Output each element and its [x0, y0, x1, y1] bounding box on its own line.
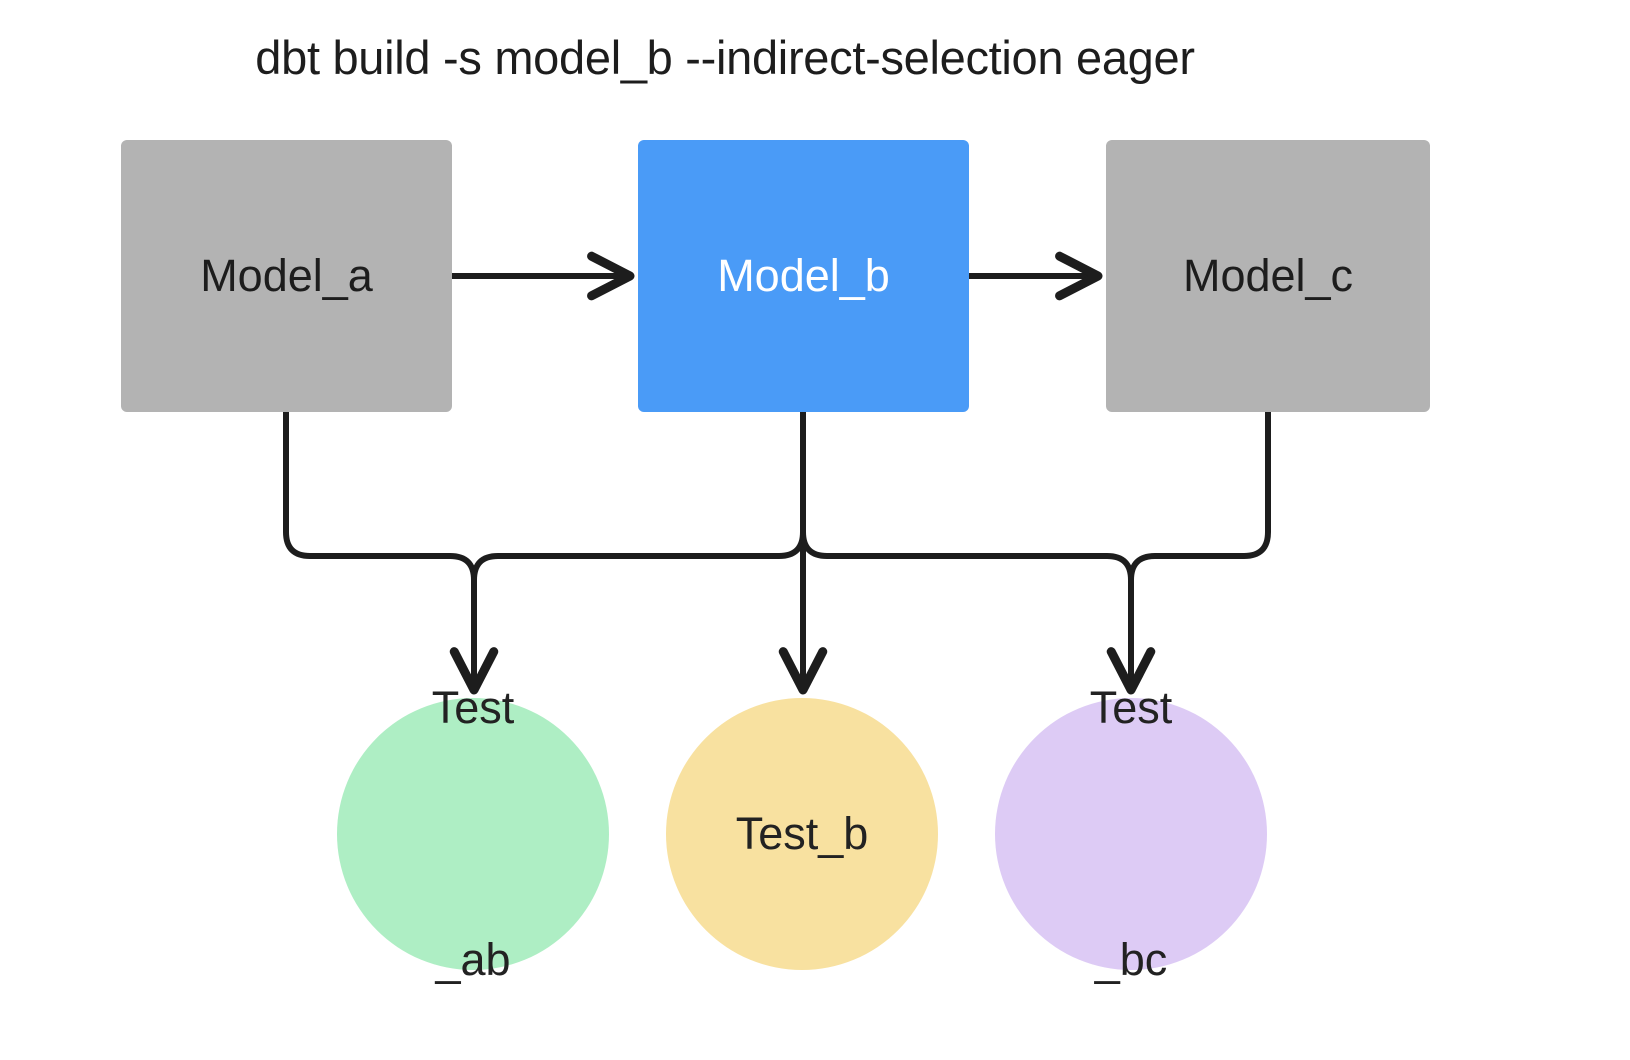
node-test-ab[interactable]: Test _ab [337, 682, 609, 985]
node-test-ab-label: Test _ab [432, 498, 515, 1060]
node-model-a-label: Model_a [200, 250, 373, 301]
node-test-b-label-line1: Test_b [735, 808, 869, 859]
diagram-title: dbt build -s model_b --indirect-selectio… [255, 31, 1195, 84]
node-test-ab-label-line1: Test [431, 682, 515, 733]
edge-model-b-to-test-ab [471, 531, 806, 581]
node-test-b-label: Test_b [736, 624, 869, 1044]
node-test-bc-label-line2: _bc [1094, 934, 1168, 985]
node-test-ab-label-line2: _ab [435, 934, 511, 985]
node-model-c-label: Model_c [1182, 250, 1354, 301]
node-model-b[interactable]: Model_b [638, 140, 969, 412]
node-model-c[interactable]: Model_c [1106, 140, 1430, 412]
node-test-b[interactable]: Test_b [666, 698, 938, 970]
node-test-bc[interactable]: Test _bc [995, 682, 1267, 985]
node-test-bc-label-line1: Test [1089, 682, 1173, 733]
node-model-a[interactable]: Model_a [121, 140, 452, 412]
node-model-b-label: Model_b [717, 250, 890, 301]
node-test-bc-label: Test _bc [1090, 498, 1173, 1060]
edge-model-b-to-test-bc [800, 531, 1134, 581]
